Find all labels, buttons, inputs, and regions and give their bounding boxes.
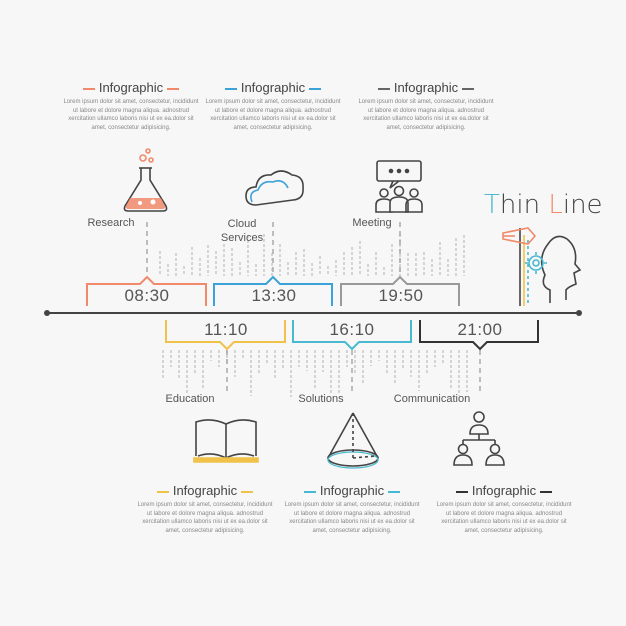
time-value: 11:10 [204,320,248,339]
step-label-research: Research [87,217,135,229]
cloud-icon [245,170,304,206]
info-text: Lorem ipsum dolor sit amet, consectetur,… [205,99,341,131]
info-block-top-1: Infographic Lorem ipsum dolor sit amet, … [61,80,201,132]
head-gear-icon [502,227,582,306]
info-text: Lorem ipsum dolor sit amet, consectetur,… [137,502,273,534]
time-value: 13:30 [251,286,297,305]
brand-title: Thin Line [484,190,603,220]
info-block-bottom-3: Infographic Lorem ipsum dolor sit amet, … [434,483,574,535]
info-text: Lorem ipsum dolor sit amet, consectetur,… [284,502,420,534]
info-title: Infographic [240,80,306,95]
time-value: 21:00 [457,320,503,339]
time-value: 19:50 [378,286,424,305]
brand-letter: L [548,190,563,220]
info-title: Infographic [319,483,385,498]
book-icon [193,419,259,463]
info-title: Infographic [98,80,164,95]
step-label-cloud-services: Cloud Services [220,218,264,244]
time-box-1 [86,275,207,306]
time-box-4 [165,320,286,351]
meeting-icon [375,160,423,213]
step-label-meeting: Meeting [352,217,392,229]
brand-letter: T [484,190,500,220]
info-block-bottom-2: Infographic Lorem ipsum dolor sit amet, … [282,483,422,535]
flask-icon [123,148,168,212]
cone-icon [327,412,379,469]
brand-letter: hin [499,190,549,220]
hierarchy-icon [453,411,505,466]
time-box-5 [292,320,412,351]
time-box-6 [419,320,539,351]
time-box-2 [213,275,333,306]
info-title: Infographic [471,483,537,498]
step-label-education: Education [165,393,215,405]
info-block-top-2: Infographic Lorem ipsum dolor sit amet, … [203,80,343,132]
info-text: Lorem ipsum dolor sit amet, consectetur,… [358,99,494,131]
brand-letter: ine [562,190,603,220]
timeline-end-dot [576,310,582,316]
time-box-3 [340,275,460,306]
step-label-communication: Communication [393,393,471,405]
step-label-solutions: Solutions [298,393,344,405]
time-value: 16:10 [329,320,375,339]
info-text: Lorem ipsum dolor sit amet, consectetur,… [436,502,572,534]
time-value: 08:30 [124,286,170,305]
info-block-top-3: Infographic Lorem ipsum dolor sit amet, … [356,80,496,132]
info-title: Infographic [393,80,459,95]
info-block-bottom-1: Infographic Lorem ipsum dolor sit amet, … [135,483,275,535]
timeline-start-dot [44,310,50,316]
info-text: Lorem ipsum dolor sit amet, consectetur,… [63,99,199,131]
info-title: Infographic [172,483,238,498]
